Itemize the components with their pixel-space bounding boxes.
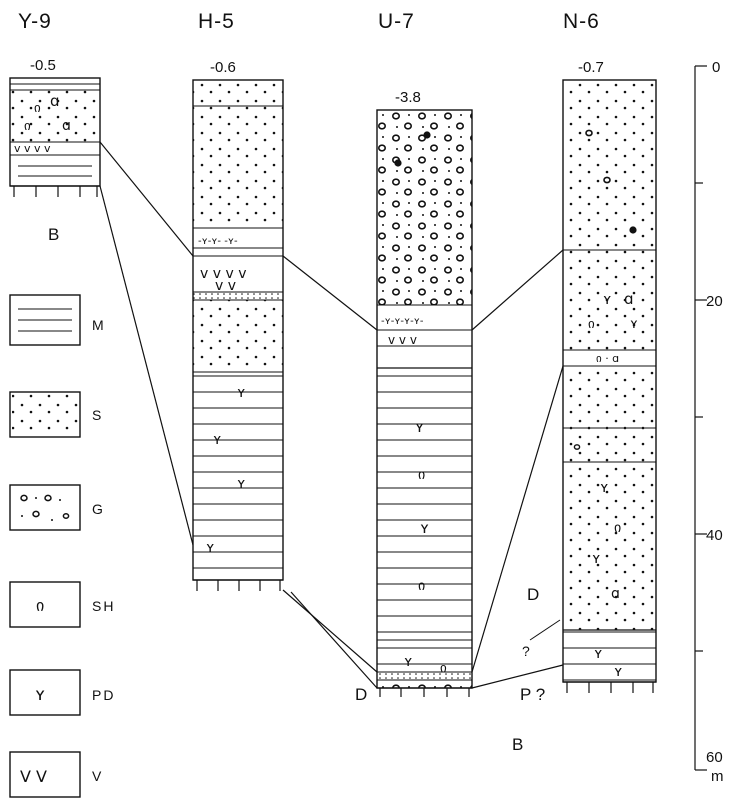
svg-text:ი · ɑ: ი · ɑ (596, 352, 619, 365)
svg-text:ი: ი (24, 119, 31, 134)
svg-text:ი: ი (418, 467, 425, 483)
borehole-column-u7: -ʏ-ʏ-ʏ-ʏ- v v v ʏ ი ʏ ი ʏ ი (377, 110, 472, 697)
svg-text:v v v v: v v v v (14, 142, 51, 155)
svg-text:ɑ: ɑ (62, 118, 71, 134)
elevation-n6: -0.7 (578, 59, 604, 76)
legend-item-volcanic-ash: V V (10, 752, 80, 797)
svg-text:ი: ი (34, 101, 41, 116)
svg-text:ʏ: ʏ (415, 418, 424, 436)
svg-text:ɑ: ɑ (624, 290, 634, 308)
svg-text:ʏ: ʏ (213, 432, 222, 448)
legend-item-shell: ი (10, 582, 80, 627)
elevation-h5: -0.6 (210, 59, 236, 76)
legend-item-gravel (10, 485, 80, 530)
svg-text:ʏ: ʏ (237, 476, 246, 492)
legend-label-m: M (92, 317, 106, 333)
svg-text:v v v: v v v (388, 333, 417, 347)
base-label-y9: B (48, 225, 59, 244)
borehole-label-h5: H-5 (198, 10, 235, 33)
svg-text:ʏ: ʏ (237, 385, 246, 401)
svg-text:ʏ: ʏ (206, 540, 215, 556)
svg-text:V V: V V (20, 767, 47, 786)
svg-text:ʏ: ʏ (603, 292, 612, 308)
svg-text:ʏ: ʏ (614, 664, 623, 680)
legend-label-v: V (92, 768, 103, 784)
svg-text:ɑ: ɑ (611, 586, 620, 602)
legend-item-sand (10, 392, 80, 437)
depth-unit: m (711, 768, 724, 785)
svg-text:ʏ: ʏ (592, 551, 601, 567)
svg-text:-ʏ-ʏ-ʏ-ʏ-: -ʏ-ʏ-ʏ-ʏ- (381, 316, 424, 327)
annotation-d-right: D (527, 585, 539, 604)
svg-text:ი: ი (36, 596, 44, 615)
svg-text:ʏ: ʏ (630, 317, 638, 332)
borehole-column-n6: ʏ ɑ ი ʏ ი · ɑ ʏ ი ʏ ɑ ʏ ʏ (563, 80, 656, 693)
annotation-p-question: P ? (520, 685, 545, 704)
borehole-label-n6: N-6 (563, 10, 600, 33)
borehole-label-u7: U-7 (378, 10, 415, 33)
svg-text:ʏ: ʏ (404, 654, 413, 670)
correlation-lines (100, 142, 563, 688)
legend-item-plant-debris: ʏ (10, 670, 80, 715)
elevation-u7: -3.8 (395, 89, 421, 106)
svg-text:ʏ: ʏ (35, 685, 45, 705)
legend-item-mud (10, 295, 80, 345)
annotation-question: ? (522, 643, 530, 659)
svg-text:ʏ: ʏ (594, 646, 603, 662)
legend-label-pd: PD (92, 687, 115, 703)
svg-text:ი: ი (614, 520, 621, 536)
elevation-y9: -0.5 (30, 57, 56, 74)
legend-label-sh: SH (92, 598, 115, 614)
depth-tick-60: 60 (706, 749, 723, 766)
borehole-column-h5: -ʏ-ʏ- -ʏ- v v v v v v ʏ ʏ ʏ ʏ (193, 80, 283, 591)
borehole-column-y9: ი ɑ ი ɑ v v v v (10, 78, 100, 197)
depth-tick-20: 20 (706, 293, 723, 310)
svg-text:ɑ: ɑ (50, 92, 60, 110)
legend-label-s: S (92, 407, 103, 423)
legend: M S G ი SH ʏ PD V (10, 295, 115, 797)
depth-scale (695, 66, 707, 770)
depth-tick-40: 40 (706, 527, 723, 544)
svg-text:ʏ: ʏ (420, 519, 429, 537)
legend-label-g: G (92, 501, 105, 517)
svg-text:ი: ი (418, 578, 425, 594)
svg-text:ʏ: ʏ (600, 480, 609, 496)
svg-text:ი: ი (588, 317, 595, 332)
annotation-b-bottom: B (512, 735, 523, 754)
borehole-label-y9: Y-9 (18, 10, 52, 33)
depth-tick-0: 0 (712, 59, 720, 76)
svg-text:-ʏ-ʏ- -ʏ-: -ʏ-ʏ- -ʏ- (198, 236, 238, 247)
annotation-d-left: D (355, 685, 367, 704)
